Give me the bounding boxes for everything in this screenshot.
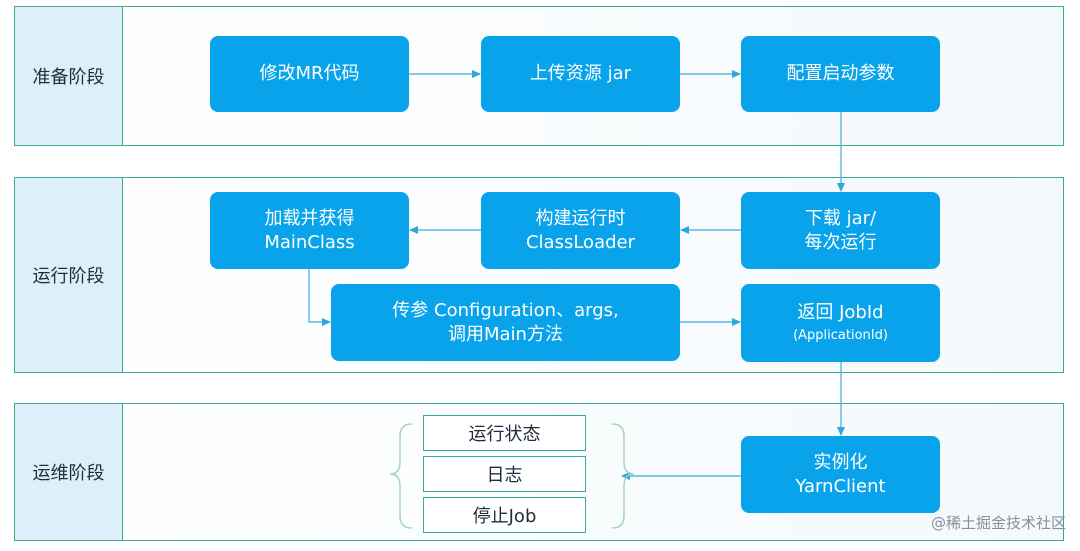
step-upload-jar: 上传资源 jar [481, 36, 680, 112]
stage-label-ops: 运维阶段 [15, 404, 123, 540]
arrow-load-to-params [308, 269, 331, 326]
stage-label-run: 运行阶段 [15, 178, 123, 372]
step-pass-params: 传参 Configuration、args, 调用Main方法 [331, 284, 680, 361]
step-yarn-client-line2: YarnClient [795, 475, 886, 497]
right-brace [611, 423, 635, 529]
step-yarn-client: 实例化 YarnClient [741, 436, 940, 513]
step-pass-params-line2: 调用Main方法 [448, 323, 563, 345]
step-modify-mr: 修改MR代码 [210, 36, 409, 112]
step-return-jobid: 返回 JobId (ApplicationId) [741, 284, 940, 362]
output-stop-job: 停止Job [423, 497, 586, 533]
step-build-classloader-line1: 构建运行时 [535, 208, 626, 230]
step-config-params-label: 配置启动参数 [786, 63, 895, 85]
watermark: @稀土掘金技术社区 [930, 514, 1066, 532]
step-load-main-class-line1: 加载并获得 [264, 208, 355, 230]
step-upload-jar-label: 上传资源 jar [529, 63, 632, 85]
step-modify-mr-label: 修改MR代码 [259, 63, 360, 85]
output-log: 日志 [423, 456, 586, 492]
step-build-classloader: 构建运行时 ClassLoader [481, 192, 680, 269]
step-load-main-class: 加载并获得 MainClass [210, 192, 409, 269]
output-run-status: 运行状态 [423, 415, 586, 451]
step-return-jobid-line1: 返回 JobId [797, 302, 884, 324]
step-build-classloader-line2: ClassLoader [525, 231, 635, 253]
step-return-jobid-line2: (ApplicationId) [793, 327, 888, 343]
step-pass-params-line1: 传参 Configuration、args, [392, 300, 619, 322]
stage-label-prepare: 准备阶段 [15, 7, 123, 145]
step-download-jar-line2: 每次运行 [804, 231, 877, 253]
step-config-params: 配置启动参数 [741, 36, 940, 112]
left-brace [389, 423, 413, 529]
step-download-jar-line1: 下载 jar/ [804, 208, 877, 230]
step-download-jar: 下载 jar/ 每次运行 [741, 192, 940, 269]
step-yarn-client-line1: 实例化 [813, 452, 868, 474]
step-load-main-class-line2: MainClass [264, 231, 355, 253]
